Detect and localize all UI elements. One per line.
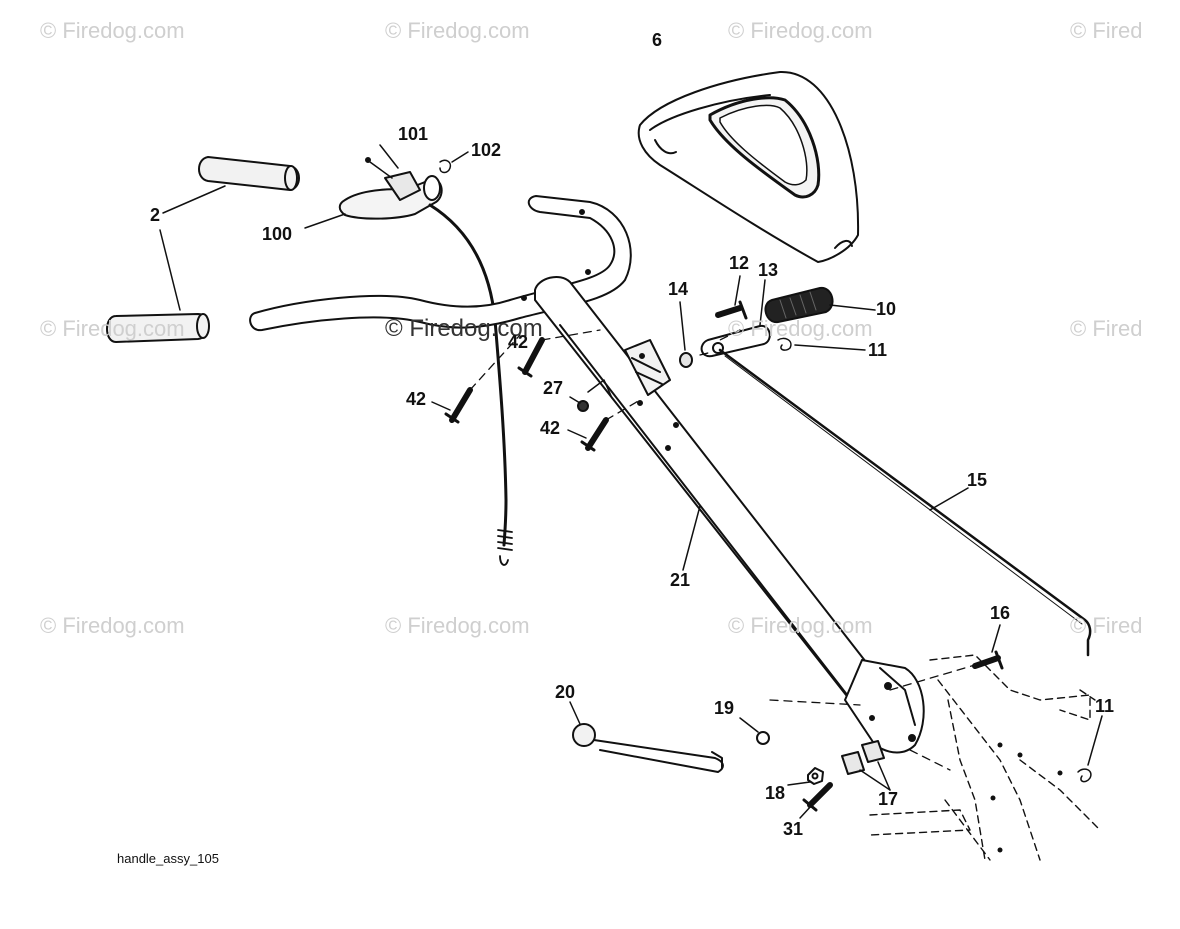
rod-part — [718, 348, 1092, 657]
leader-18 — [787, 781, 811, 786]
leader-21 — [682, 505, 701, 571]
shroud-cover-part — [637, 70, 860, 263]
cable-spring — [497, 529, 513, 566]
callout-21: 21 — [670, 570, 691, 590]
callout-17: 17 — [878, 789, 899, 809]
leader-19 — [739, 717, 759, 733]
bolt-31-part — [802, 782, 833, 812]
nut-18-part — [807, 767, 824, 785]
leader-11a — [794, 344, 866, 351]
callout-42-lower: 42 — [540, 418, 561, 438]
watermark-text: © Firedog.com — [40, 316, 185, 341]
callout-42-middle: 42 — [508, 332, 529, 352]
callout-14: 14 — [668, 279, 689, 299]
grip-upper-part — [198, 156, 300, 191]
callout-20: 20 — [555, 682, 576, 702]
control-lever-part — [338, 157, 452, 220]
bolt-16-part — [972, 650, 1004, 670]
watermark-text: © Firedog.com — [40, 18, 185, 43]
washer-19 — [756, 731, 770, 745]
leader-42a — [431, 401, 451, 411]
callout-2: 2 — [150, 205, 161, 225]
watermark-text: © Fired — [1070, 316, 1143, 341]
leader-15 — [929, 487, 969, 511]
watermark-text: © Firedog.com — [385, 18, 530, 43]
callout-100: 100 — [262, 224, 293, 244]
callout-102: 102 — [471, 140, 502, 160]
leader-13 — [759, 279, 766, 326]
leader-100 — [304, 213, 346, 229]
leader-20 — [569, 701, 581, 725]
watermark-text: © Firedog.com — [728, 613, 873, 638]
watermark-text: © Firedog.com — [385, 613, 530, 638]
callout-11-lower: 11 — [1095, 696, 1115, 716]
callout-101: 101 — [398, 124, 429, 144]
shift-lever-part — [572, 723, 724, 773]
callout-11-upper: 11 — [868, 340, 888, 360]
callout-6: 6 — [652, 30, 663, 50]
callout-16: 16 — [990, 603, 1011, 623]
grip-lower-part — [106, 313, 210, 343]
leader-12 — [734, 275, 741, 306]
clip-11-lower — [1077, 768, 1092, 783]
callout-27: 27 — [543, 378, 564, 398]
diagram-caption: handle_assy_105 — [117, 851, 219, 866]
watermark-text: © Firedog.com — [728, 18, 873, 43]
leader-27 — [569, 396, 581, 404]
handle-tube-part — [534, 275, 925, 754]
spacer-part — [679, 352, 693, 368]
callout-31: 31 — [783, 819, 804, 839]
callout-12: 12 — [729, 253, 750, 273]
leader-31 — [799, 804, 813, 819]
callout-18: 18 — [765, 783, 786, 803]
bolt-12-part — [715, 300, 748, 320]
leader-17b — [877, 761, 891, 791]
leader-2a — [162, 185, 226, 214]
tiller-frame-outline — [869, 654, 1101, 861]
watermark-text: © Firedog.com — [40, 613, 185, 638]
leader-17a — [859, 769, 891, 791]
watermark-text: © Fired — [1070, 613, 1143, 638]
clip-11-upper — [777, 337, 792, 351]
leader-2b — [159, 229, 181, 311]
bolt-42-lower — [580, 417, 609, 452]
watermark-center: © Firedog.com — [385, 315, 543, 342]
callout-19: 19 — [714, 698, 735, 718]
leader-14 — [679, 301, 686, 351]
leader-101 — [379, 144, 399, 169]
leader-102 — [451, 151, 469, 163]
leader-10 — [829, 304, 876, 311]
bolt-42-middle — [517, 337, 545, 378]
lever-bracket-part — [624, 339, 671, 396]
leader-16 — [991, 624, 1001, 653]
dark-grip-part — [764, 286, 834, 324]
callout-42-left: 42 — [406, 389, 427, 409]
leader-42c — [567, 429, 587, 439]
watermark-text: © Fired — [1070, 18, 1143, 43]
pivot-arm-part — [700, 324, 771, 358]
leader-11b — [1087, 715, 1103, 766]
pads-17-part — [841, 740, 885, 775]
bolt-42-left — [444, 387, 473, 424]
control-cable — [428, 203, 508, 547]
callout-10: 10 — [876, 299, 897, 319]
callout-13: 13 — [758, 260, 779, 280]
callout-15: 15 — [967, 470, 988, 490]
watermark-text: © Firedog.com — [728, 316, 873, 341]
